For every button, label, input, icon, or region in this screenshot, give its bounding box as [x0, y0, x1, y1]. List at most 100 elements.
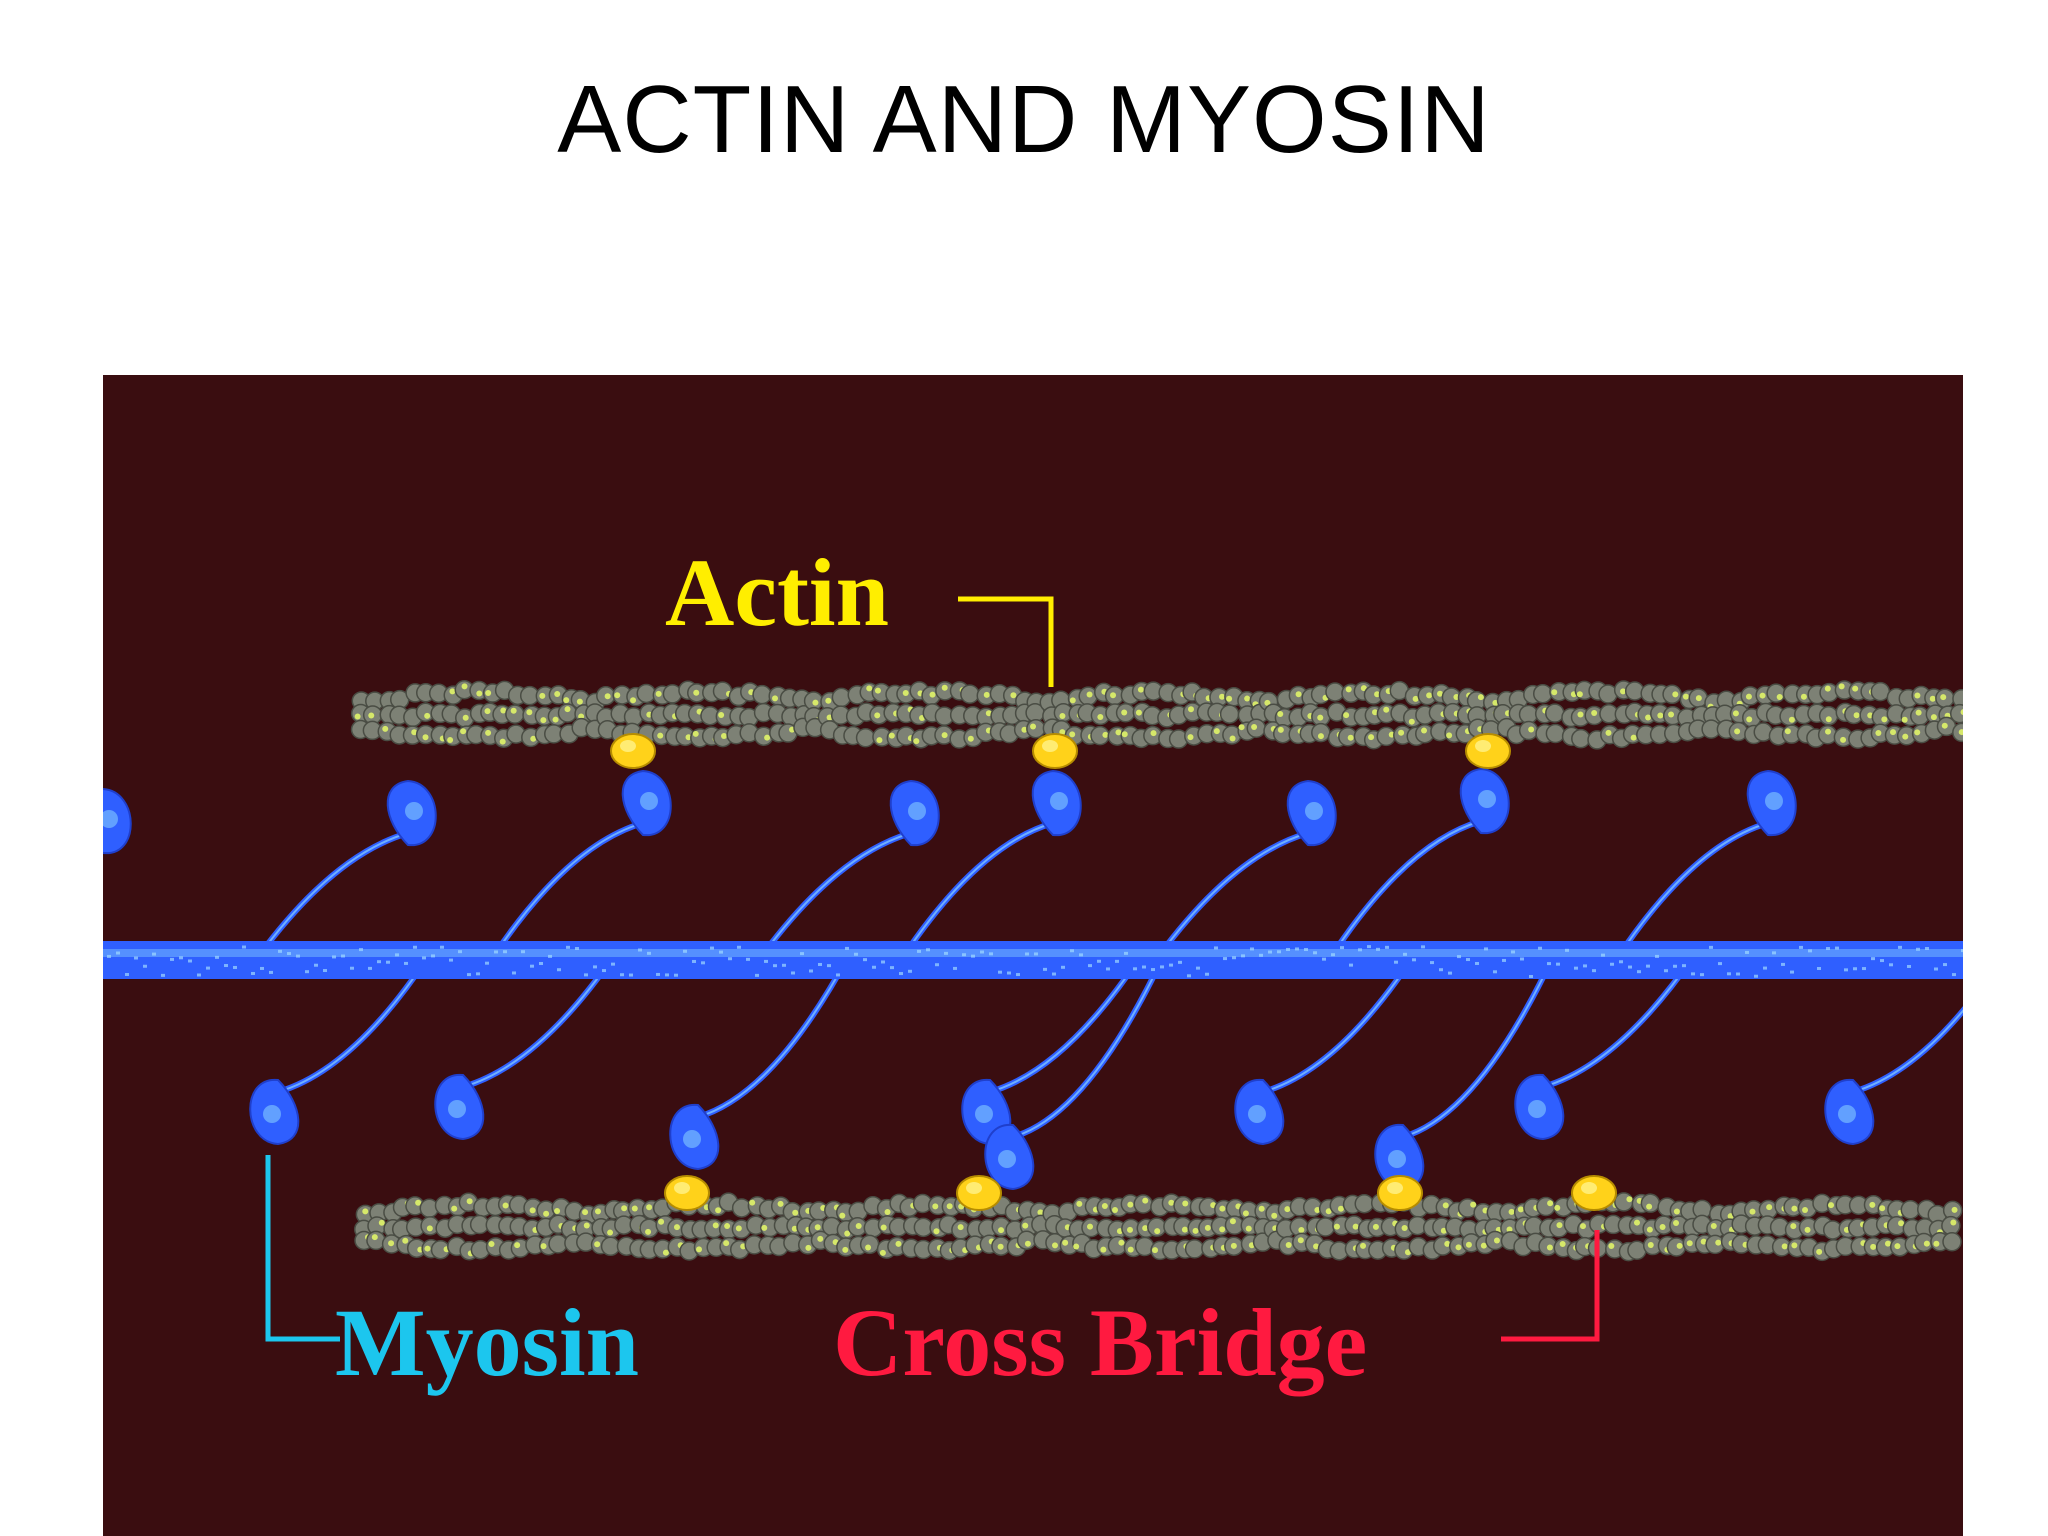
myosin-filament-texture [1655, 954, 1659, 958]
actin-bead-highlight [1791, 1205, 1798, 1212]
actin-bead-highlight [1238, 724, 1245, 731]
myosin-filament-texture [179, 956, 183, 960]
actin-bead-highlight [1682, 693, 1689, 700]
myosin-filament-texture [890, 966, 894, 970]
actin-bead-highlight [718, 711, 725, 718]
actin-bead-highlight [1347, 734, 1354, 741]
myosin-filament-texture [1646, 964, 1650, 968]
actin-bead-highlight [1870, 1243, 1877, 1250]
actin-bead-highlight [1337, 1205, 1344, 1212]
actin-bead-highlight [1676, 1242, 1683, 1249]
actin-bead-highlight [1127, 1246, 1134, 1253]
myosin-label: Myosin [335, 1289, 639, 1396]
actin-bead-highlight [1673, 1208, 1680, 1215]
myosin-filament-texture [944, 951, 948, 955]
actin-bead-highlight [1914, 692, 1921, 699]
myosin-filament-texture [548, 954, 552, 958]
myosin-filament-texture [1214, 946, 1218, 950]
myosin-head [1514, 955, 1696, 1141]
binding-site [956, 1175, 1002, 1211]
actin-bead-highlight [1695, 695, 1702, 702]
actin-bead-highlight [539, 692, 546, 699]
actin-bead-highlight [1554, 1204, 1561, 1211]
actin-bead-highlight [1258, 1205, 1265, 1212]
myosin-filament-texture [1745, 950, 1749, 954]
actin-bead-highlight [1898, 1220, 1905, 1227]
myosin-filament-texture [125, 973, 129, 977]
actin-bead-highlight [1037, 1209, 1044, 1216]
myosin-filament-texture [386, 960, 390, 964]
actin-bead-highlight [1102, 731, 1109, 738]
actin-bead-highlight [382, 725, 389, 732]
actin-bead-highlight [1881, 716, 1888, 723]
myosin-head [900, 769, 1082, 959]
actin-bead-highlight [1229, 1218, 1236, 1225]
actin-bead-highlight [552, 716, 559, 723]
myosin-head [490, 769, 672, 959]
actin-bead [831, 687, 852, 708]
actin-bead-highlight [1626, 1196, 1633, 1203]
myosin-head-highlight [998, 1150, 1016, 1168]
actin-bead-highlight [485, 729, 492, 736]
myosin-filament-texture [1781, 962, 1785, 966]
actin-bead-highlight [1030, 723, 1037, 730]
binding-site-highlight [1475, 740, 1491, 752]
myosin-head-highlight [1050, 792, 1068, 810]
myosin-filament-texture [746, 957, 750, 961]
actin-bead [1016, 1230, 1037, 1250]
actin-bead-highlight [1442, 1202, 1449, 1209]
actin-bead-highlight [368, 712, 375, 719]
actin-bead-highlight [983, 691, 990, 698]
actin-bead-highlight [1229, 735, 1236, 742]
myosin-filament-texture [1844, 968, 1848, 972]
actin-bead-highlight [1673, 1220, 1680, 1227]
myosin-filament-texture [161, 973, 165, 977]
actin-bead-highlight [1010, 692, 1017, 699]
myosin-filament-texture [1880, 959, 1884, 963]
actin-bead-highlight [1940, 694, 1947, 701]
actin-bead-highlight [462, 714, 469, 721]
actin-bead [1354, 1193, 1374, 1214]
actin-bead-highlight [371, 1234, 378, 1241]
actin-bead-highlight [1551, 689, 1558, 696]
myosin-filament-texture [1790, 970, 1794, 974]
actin-bead-highlight [554, 1207, 561, 1214]
myosin-filament-texture [107, 954, 111, 958]
binding-site [664, 1175, 710, 1211]
myosin-filament-texture [134, 956, 138, 960]
myosin-filament-texture [1565, 948, 1569, 952]
myosin-filament-texture [611, 962, 615, 966]
actin-bead-highlight [1686, 1240, 1693, 1247]
myosin-filament-texture [728, 957, 732, 961]
myosin-head [1374, 955, 1556, 1191]
actin-bead-highlight [1577, 711, 1584, 718]
actin-bead-highlight [946, 1203, 953, 1210]
actin-bead-highlight [1941, 722, 1948, 729]
actin-bead-highlight [1297, 1237, 1304, 1244]
actin-bead-highlight [1360, 1242, 1367, 1249]
myosin-filament-texture [1835, 946, 1839, 950]
myosin-filament-texture [620, 973, 624, 977]
myosin-filament-highlight [103, 949, 1963, 957]
actin-bead-highlight [1630, 734, 1637, 741]
myosin-filament-texture [1079, 953, 1083, 957]
actin-bead-highlight [764, 734, 771, 741]
myosin-filament-texture [1196, 966, 1200, 970]
myosin-filament-texture [1529, 974, 1533, 978]
binding-site [610, 733, 656, 769]
actin-bead-highlight [662, 1249, 669, 1256]
myosin-filament-texture [1439, 968, 1443, 972]
myosin-head [669, 955, 851, 1171]
myosin-filament-texture [1169, 963, 1173, 967]
myosin-filament-texture [1457, 955, 1461, 959]
actin-bead-highlight [1230, 1242, 1237, 1249]
actin-bead-highlight [563, 697, 570, 704]
myosin-filament-texture [1898, 945, 1902, 949]
actin-bead-highlight [929, 691, 936, 698]
myosin-filament-texture [1250, 947, 1254, 951]
myosin-filament-texture [530, 964, 534, 968]
myosin-filament-texture [701, 961, 705, 965]
actin-bead-highlight [1219, 1205, 1226, 1212]
actin-bead-highlight [1368, 734, 1375, 741]
actin-bead-highlight [723, 1240, 730, 1247]
